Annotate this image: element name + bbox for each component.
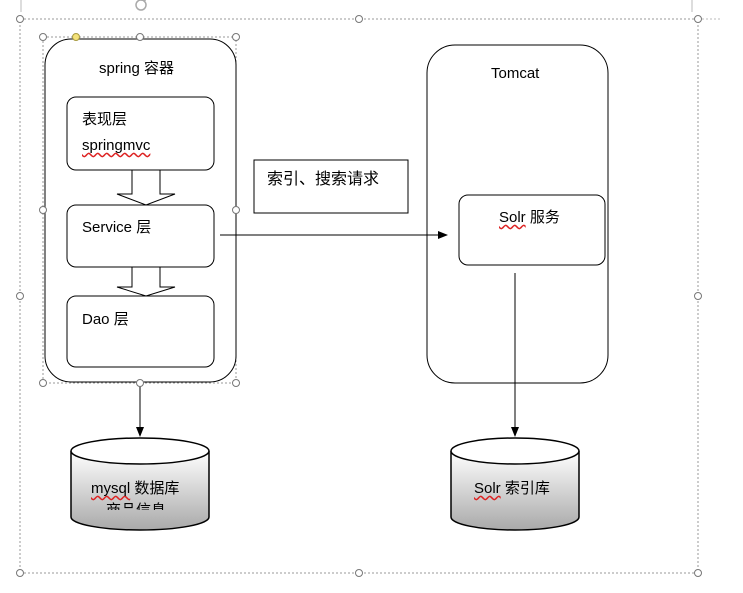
solr-index-cylinder[interactable] — [450, 437, 580, 531]
adjust-handle-spring-corner[interactable] — [72, 33, 80, 41]
dao-layer-label: Dao 层 — [82, 310, 129, 329]
resize-handle-frame-mr[interactable] — [694, 292, 702, 300]
mysql-label-clip: mysql 数据库 商品信息 — [72, 465, 208, 510]
resize-handle-spring-mr[interactable] — [232, 206, 240, 214]
solr-index-label-en: Solr — [474, 480, 501, 497]
service-layer-label: Service 层 — [82, 218, 151, 237]
resize-handle-spring-bl[interactable] — [39, 379, 47, 387]
rotate-handle-icon[interactable] — [135, 0, 147, 11]
resize-handle-frame-tr[interactable] — [694, 15, 702, 23]
service-layer-label-cn: 层 — [136, 219, 152, 236]
resize-handle-frame-tc[interactable] — [355, 15, 363, 23]
presentation-layer-box[interactable] — [66, 96, 215, 171]
resize-handle-spring-bc[interactable] — [136, 379, 144, 387]
mysql-label-cn: 数据库 — [134, 480, 180, 497]
mysql-label-en: mysql — [91, 480, 131, 497]
presentation-layer-line1: 表现层 — [82, 111, 128, 128]
mysql-label-line2: 商品信息 — [106, 501, 166, 510]
service-layer-label-en: Service — [82, 219, 133, 236]
block-arrow-service-to-dao — [116, 266, 176, 297]
solr-index-label-cn: 索引库 — [504, 480, 550, 497]
spring-container-title: spring 容器 — [99, 60, 175, 77]
resize-handle-spring-br[interactable] — [232, 379, 240, 387]
dao-layer-label-en: Dao — [82, 311, 110, 328]
tomcat-title: Tomcat — [491, 65, 540, 82]
resize-handle-spring-tc[interactable] — [136, 33, 144, 41]
resize-handle-frame-ml[interactable] — [16, 292, 24, 300]
solr-service-label-en: Solr — [499, 209, 526, 226]
presentation-layer-line2: springmvc — [82, 137, 151, 154]
resize-handle-frame-br[interactable] — [694, 569, 702, 577]
solr-service-label-cn: 服务 — [529, 209, 560, 226]
resize-handle-spring-tr[interactable] — [232, 33, 240, 41]
request-label-box[interactable] — [253, 159, 409, 214]
dao-layer-label-cn: 层 — [113, 311, 129, 328]
mysql-label-line1: mysql 数据库 — [91, 479, 179, 498]
solr-service-label: Solr 服务 — [499, 208, 560, 227]
resize-handle-spring-tl[interactable] — [39, 33, 47, 41]
solr-index-label: Solr 索引库 — [474, 479, 550, 498]
block-arrow-presentation-to-service — [116, 169, 176, 206]
request-label-text: 索引、搜索请求 — [267, 171, 380, 188]
mysql-database-cylinder[interactable] — [70, 437, 210, 531]
dao-layer-box[interactable] — [66, 295, 215, 368]
resize-handle-spring-ml[interactable] — [39, 206, 47, 214]
resize-handle-frame-tl[interactable] — [16, 15, 24, 23]
solr-service-box[interactable] — [458, 194, 606, 266]
resize-handle-frame-bc[interactable] — [355, 569, 363, 577]
resize-handle-frame-bl[interactable] — [16, 569, 24, 577]
